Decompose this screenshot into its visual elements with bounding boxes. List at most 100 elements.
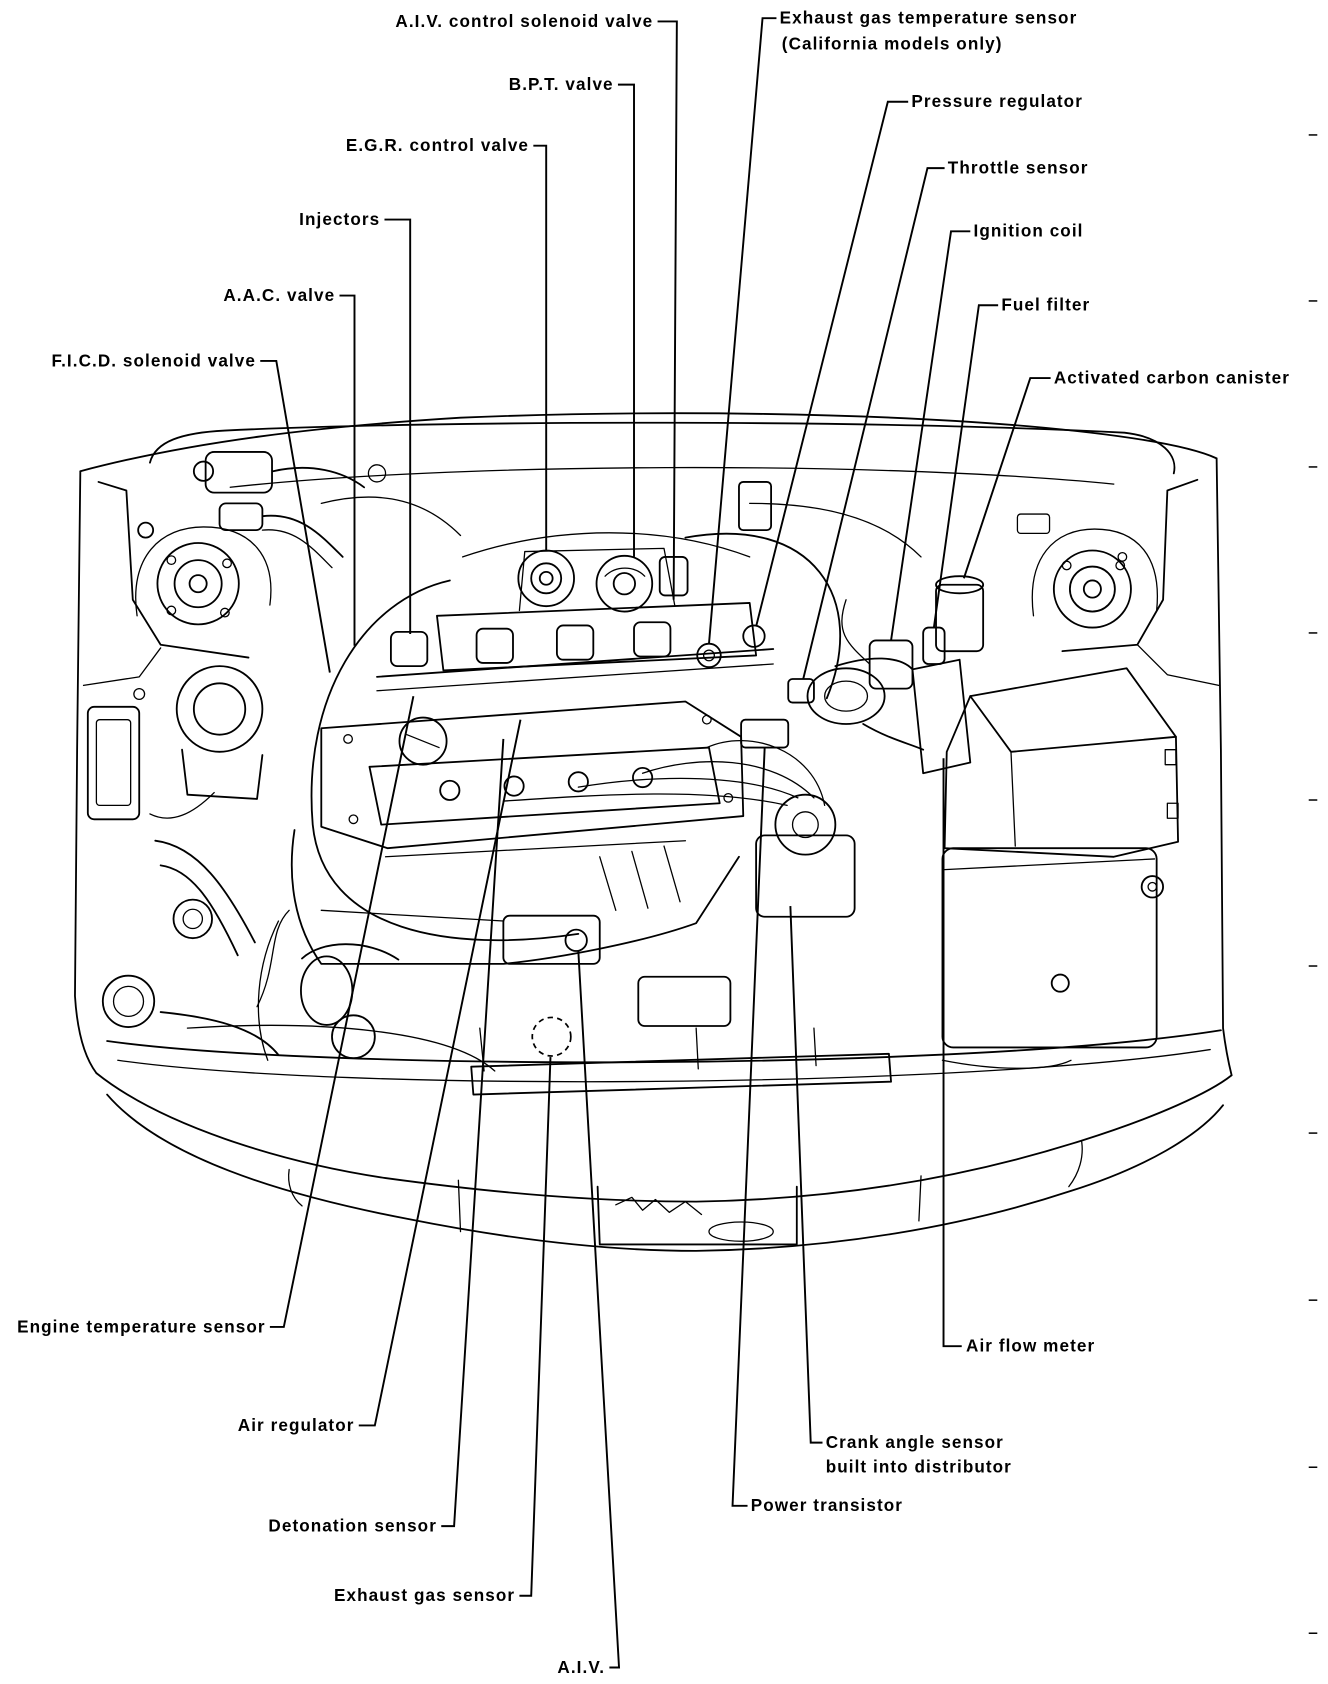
fuse-box-inner — [95, 719, 132, 807]
egr-control-valve-inner — [530, 562, 563, 595]
fuel-filter — [922, 626, 946, 665]
spark-plug-boot — [632, 766, 654, 789]
leader-air-flow-meter — [942, 758, 962, 1348]
label-fuel-filter: Fuel filter — [1001, 295, 1090, 315]
oil-filler-cap — [398, 716, 448, 766]
spark-plug-wire — [641, 761, 815, 799]
front-cross-member — [470, 1052, 892, 1096]
fuel-rail-lower — [376, 663, 774, 692]
cowl-outline — [79, 412, 1218, 473]
spark-plug-boot — [567, 771, 589, 793]
radiator-support-upper — [106, 1029, 1222, 1064]
air-cleaner-clip — [1164, 749, 1177, 766]
right-fender-edge — [1215, 457, 1233, 1077]
air-cleaner-assembly — [834, 657, 1179, 858]
harness-connector — [218, 502, 264, 532]
cowl-panel — [149, 421, 1176, 475]
harness-hose — [261, 514, 344, 558]
exhaust-gas-sensor-hidden — [531, 1016, 572, 1057]
battery — [941, 847, 1164, 1069]
distributor-cap — [774, 793, 837, 856]
fuel-rail — [376, 648, 775, 678]
right-connector — [1016, 513, 1051, 534]
label-aiv-control-solenoid-valve: A.I.V. control solenoid valve — [395, 11, 653, 31]
egr-control-valve-stem — [538, 570, 554, 586]
left-strut-bolt — [166, 605, 177, 616]
bpt-valve-port — [604, 567, 646, 577]
thermostat-housing — [300, 955, 354, 1026]
fuse-box-outer — [86, 705, 141, 821]
leader-activated-carbon-canister — [962, 377, 1051, 579]
left-fender-apron — [97, 481, 250, 659]
right-strut-bolt — [1117, 551, 1128, 562]
callout-labels: A.I.V. control solenoid valve Exhaust ga… — [17, 8, 1290, 1677]
engine-block-line — [320, 909, 504, 922]
page-edge-marks — [1308, 134, 1318, 1634]
right-fender-apron — [1061, 478, 1199, 653]
air-cleaner-lid — [969, 695, 1177, 753]
left-strut-bolt — [222, 558, 232, 569]
brake-booster-outer — [175, 665, 264, 753]
engine-ground-strap — [257, 920, 280, 1061]
battery-terminal — [1140, 875, 1164, 899]
label-exhaust-gas-sensor: Exhaust gas sensor — [334, 1585, 515, 1605]
cowl-inner-line — [229, 466, 1115, 488]
wiring-harness — [257, 481, 922, 1061]
aiv-valve — [564, 928, 588, 952]
leader-bpt-valve — [617, 83, 635, 557]
harness-loop — [310, 579, 580, 942]
leader-air-regulator — [358, 719, 522, 1427]
leader-exhaust-gas-sensor — [519, 1057, 552, 1597]
label-activated-carbon-canister: Activated carbon canister — [1054, 367, 1290, 387]
left-strut-bolt — [166, 555, 177, 566]
leader-exhaust-gas-temperature-sensor — [708, 17, 777, 644]
bpt-valve-inner — [612, 572, 636, 596]
label-ignition-coil: Ignition coil — [974, 221, 1084, 241]
leader-detonation-sensor — [441, 738, 505, 1528]
vehicle-body — [74, 412, 1233, 1252]
front-bumper-lower — [106, 1093, 1224, 1252]
spark-plug-wire — [502, 793, 788, 807]
left-strut-nut — [188, 574, 208, 594]
injector — [555, 624, 595, 661]
distributor-cap-center — [791, 811, 819, 839]
bumper-side-left — [288, 1168, 303, 1207]
air-cleaner-seam — [1010, 751, 1016, 847]
battery-top-edge — [943, 858, 1156, 871]
leader-aiv — [577, 950, 621, 1669]
plug-channel — [368, 746, 721, 826]
right-strut-tower — [1016, 513, 1159, 629]
engine-rib — [599, 845, 681, 911]
leader-throttle-sensor — [802, 167, 945, 680]
right-strut-mount-inner — [1068, 565, 1116, 613]
label-injectors: Injectors — [299, 209, 380, 229]
valve-cover — [320, 700, 745, 850]
left-strut-mount-outer — [156, 542, 240, 626]
right-strut-bolt — [1061, 560, 1072, 571]
label-exhaust-gas-temperature-sensor-note: (California models only) — [782, 33, 1003, 53]
grille-frame — [457, 1175, 922, 1233]
vacuum-line — [320, 496, 462, 537]
reservoir-cap — [172, 898, 213, 940]
right-strut-mount-outer — [1052, 549, 1132, 629]
coolant-hose-upper — [154, 839, 256, 944]
oil-filler-cap-grip — [406, 734, 440, 749]
radiator-cap-inner — [112, 985, 145, 1017]
ignition-coil — [841, 599, 914, 690]
leader-ficd-solenoid-valve — [260, 359, 331, 673]
exhaust-gas-temperature-sensor-inner — [702, 649, 715, 662]
injector — [389, 630, 429, 668]
intake-manifold — [376, 547, 775, 692]
grommet — [367, 464, 387, 483]
front-bumper-upper — [95, 1072, 1233, 1203]
wiper-hose — [272, 466, 366, 489]
right-fender-apron-lower — [1136, 644, 1220, 687]
battery-case — [941, 847, 1158, 1049]
canister-top — [935, 575, 985, 595]
label-aac-valve: A.A.C. valve — [223, 285, 335, 305]
grille-center — [596, 1185, 798, 1246]
leader-aiv-control-solenoid-valve — [657, 20, 678, 600]
left-strut-mount-inner — [173, 559, 223, 609]
